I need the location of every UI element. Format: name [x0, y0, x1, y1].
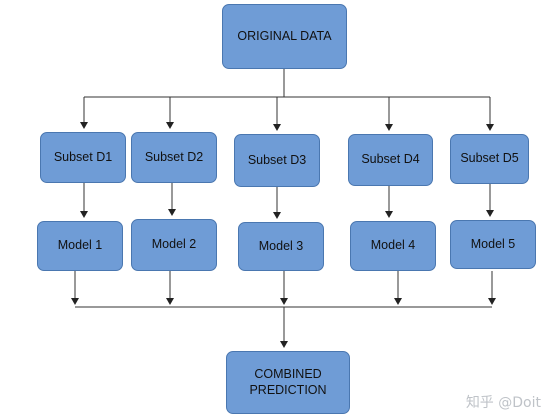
original-data-box: ORIGINAL DATA: [222, 4, 347, 69]
model-4-label: Model 4: [370, 238, 416, 253]
subset-d5-label: Subset D5: [460, 151, 519, 166]
model-1-box: Model 1: [37, 221, 123, 271]
model-4-box: Model 4: [350, 221, 436, 271]
combined-prediction-label: COMBINED PREDICTION: [249, 366, 327, 397]
model-5-box: Model 5: [450, 220, 536, 269]
subset-d5-box: Subset D5: [450, 134, 529, 184]
subset-d2-label: Subset D2: [144, 149, 204, 164]
model-3-label: Model 3: [258, 238, 304, 253]
subset-d1-label: Subset D1: [53, 149, 113, 164]
watermark-text: 知乎 @Doit: [465, 395, 541, 411]
subset-d2-box: Subset D2: [131, 132, 217, 183]
watermark: 知乎 @Doit: [466, 392, 541, 412]
subset-d3-label: Subset D3: [247, 152, 307, 167]
subset-d1-box: Subset D1: [40, 132, 126, 183]
model-2-label: Model 2: [151, 237, 197, 252]
model-5-label: Model 5: [470, 236, 516, 251]
subset-d3-box: Subset D3: [234, 134, 320, 187]
original-data-label: ORIGINAL DATA: [237, 28, 332, 43]
model-2-box: Model 2: [131, 219, 217, 271]
subset-d4-label: Subset D4: [361, 152, 420, 167]
subset-d4-box: Subset D4: [348, 134, 433, 186]
model-3-box: Model 3: [238, 222, 324, 271]
combined-prediction-box: COMBINED PREDICTION: [226, 351, 350, 414]
model-1-label: Model 1: [57, 238, 103, 253]
